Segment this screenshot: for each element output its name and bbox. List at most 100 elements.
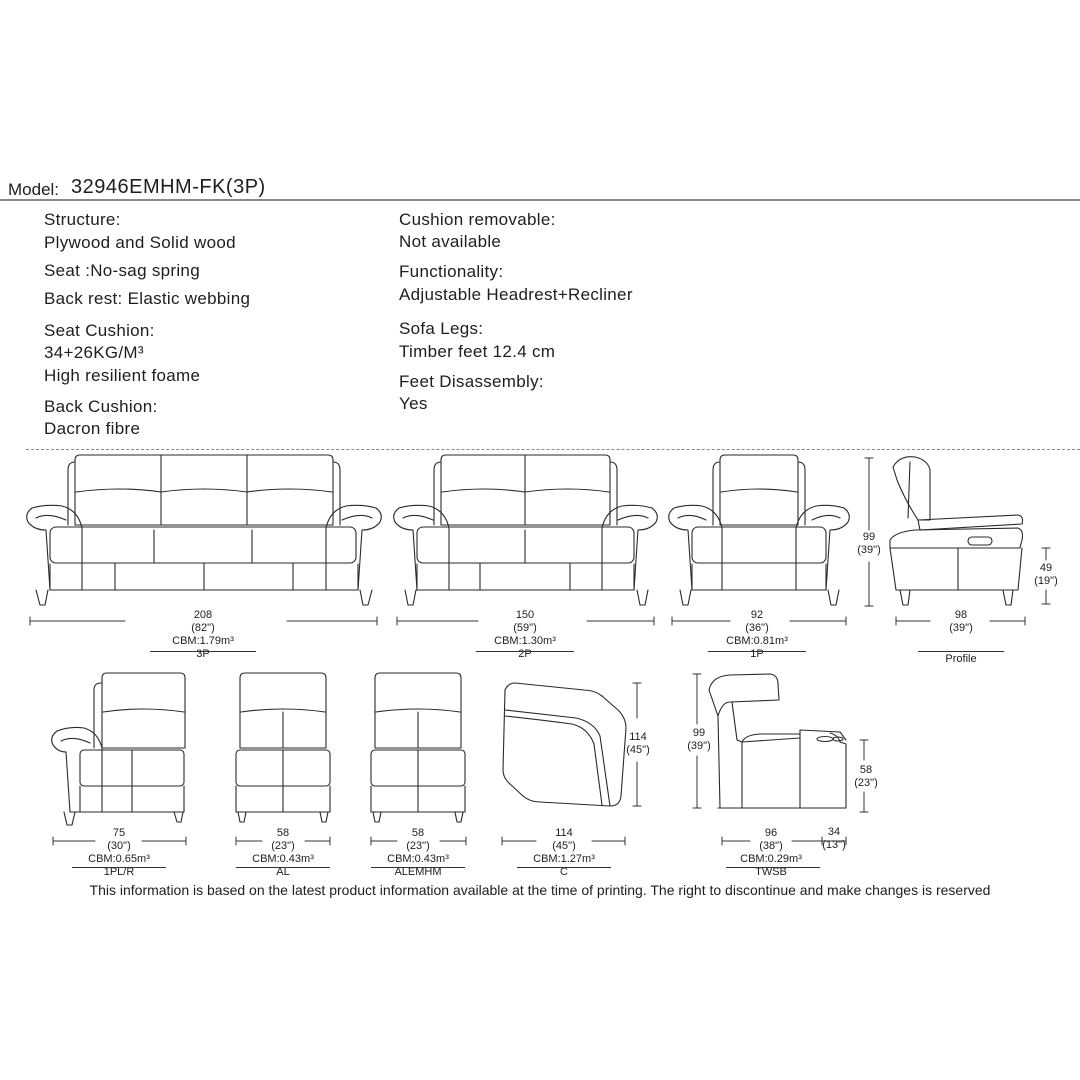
- dim-corner: 114 (45") CBM:1.27m³ C: [524, 827, 604, 879]
- dim-twsb-extra: 34 (13"): [816, 826, 852, 852]
- sofa-2p-drawing: [394, 455, 658, 605]
- unit-code: TWSB: [755, 866, 787, 878]
- dim-twsb-height: 99 (39"): [679, 727, 719, 753]
- feet-disassembly-label: Feet Disassembly:: [399, 372, 544, 391]
- width-value: 150: [515, 609, 535, 621]
- sofa-1p-drawing: [669, 455, 850, 605]
- dim-1p: 92 (36") CBM:0.81m³ 1P: [717, 609, 797, 661]
- width-value: 98: [954, 609, 968, 621]
- sofa-legs-label: Sofa Legs:: [399, 319, 484, 338]
- unit-code: ALEMHM: [394, 866, 442, 878]
- sofa-twsb-drawing: [709, 674, 846, 808]
- cbm-value: CBM:0.81m³: [726, 635, 788, 647]
- depth-value: 114: [629, 731, 647, 743]
- height-value: 99: [862, 531, 876, 543]
- seat-cushion-density: 34+26KG/M³: [44, 343, 144, 362]
- dim-1plr: 75 (30") CBM:0.65m³ 1PL/R: [79, 827, 159, 879]
- dim-twsb-seat-height: 58 (23"): [846, 764, 886, 790]
- cbm-underline: [708, 651, 806, 652]
- seat-cushion-label: Seat Cushion:: [44, 321, 155, 340]
- width-inch-value: (30"): [107, 840, 131, 852]
- profile-underline: [918, 651, 1004, 652]
- dimension-lines: [30, 458, 1050, 845]
- height-inch-value: (39"): [687, 740, 711, 752]
- dim-twsb: 96 (38") CBM:0.29m³ TWSB: [731, 827, 811, 879]
- width-inch-value: (38"): [759, 840, 783, 852]
- cbm-underline: [72, 867, 166, 868]
- cbm-value: CBM:1.30m³: [494, 635, 556, 647]
- dim-corner-depth: 114 (45"): [618, 731, 658, 757]
- unit-code: 1PL/R: [103, 866, 135, 878]
- width-value: 208: [193, 609, 213, 621]
- width-inch-value: (45"): [552, 840, 576, 852]
- seat-spec: Seat :No-sag spring: [44, 261, 200, 280]
- back-cushion-label: Back Cushion:: [44, 397, 158, 416]
- width-value: 114: [555, 827, 573, 839]
- sofa-corner-drawing: [503, 683, 626, 806]
- dim-profile-seat-height: 49 (19"): [1026, 562, 1066, 588]
- seat-cushion-value: High resilient foame: [44, 366, 201, 385]
- disclaimer-footer: This information is based on the latest …: [89, 882, 991, 898]
- dim-2p: 150 (59") CBM:1.30m³ 2P: [485, 609, 565, 661]
- functionality-label: Functionality:: [399, 262, 504, 281]
- width-inch-value: (59"): [513, 622, 537, 634]
- unit-code: 1P: [750, 648, 764, 660]
- back-cushion-value: Dacron fibre: [44, 419, 141, 438]
- height-inch-value: (39"): [857, 544, 881, 556]
- seat-height-inch-value: (23"): [854, 777, 878, 789]
- width-value: 58: [276, 827, 290, 839]
- width-inch-value: (23"): [271, 840, 295, 852]
- cbm-underline: [371, 867, 465, 868]
- width-value: 75: [112, 827, 126, 839]
- cushion-removable-label: Cushion removable:: [399, 210, 556, 229]
- cbm-underline: [517, 867, 611, 868]
- cbm-underline: [150, 651, 256, 652]
- extra-inch-value: (13"): [822, 839, 846, 851]
- model-code: 32946EMHM-FK(3P): [71, 176, 266, 198]
- cbm-value: CBM:0.29m³: [740, 853, 802, 865]
- back-rest-spec: Back rest: Elastic webbing: [44, 289, 251, 308]
- width-inch-value: (23"): [406, 840, 430, 852]
- height-value: 99: [692, 727, 706, 739]
- sofa-alemhm-drawing: [371, 673, 465, 822]
- dim-profile: 98 (39"): [921, 609, 1001, 635]
- structure-value: Plywood and Solid wood: [44, 233, 236, 252]
- model-header: Model: 32946EMHM-FK(3P): [8, 176, 1080, 202]
- seat-height-value: 49: [1039, 562, 1053, 574]
- dim-3p: 208 (82") CBM:1.79m³ 3P: [163, 609, 243, 661]
- cbm-underline: [476, 651, 574, 652]
- cbm-value: CBM:0.43m³: [387, 853, 449, 865]
- unit-code: C: [560, 866, 568, 878]
- dim-al: 58 (23") CBM:0.43m³ AL: [243, 827, 323, 879]
- dim-profile-height: 99 (39"): [849, 531, 889, 557]
- functionality-value: Adjustable Headrest+Recliner: [399, 285, 633, 304]
- seat-height-inch-value: (19"): [1034, 575, 1058, 587]
- width-inch-value: (36"): [745, 622, 769, 634]
- cbm-value: CBM:0.65m³: [88, 853, 150, 865]
- seat-height-value: 58: [859, 764, 873, 776]
- width-value: 58: [411, 827, 425, 839]
- cbm-underline: [236, 867, 330, 868]
- unit-code: 3P: [196, 648, 210, 660]
- extra-value: 34: [827, 826, 841, 838]
- cbm-value: CBM:1.27m³: [533, 853, 595, 865]
- structure-label: Structure:: [44, 210, 121, 229]
- width-inch-value: (39"): [949, 622, 973, 634]
- unit-code: AL: [276, 866, 290, 878]
- sofa-al-drawing: [236, 673, 330, 822]
- sofa-3p-drawing: [27, 455, 382, 605]
- depth-inch-value: (45"): [626, 744, 650, 756]
- width-value: 92: [750, 609, 764, 621]
- section-divider: [26, 449, 1080, 450]
- cbm-value: CBM:0.43m³: [252, 853, 314, 865]
- profile-drawing: [890, 457, 1023, 605]
- width-value: 96: [764, 827, 778, 839]
- width-inch-value: (82"): [191, 622, 215, 634]
- feet-disassembly-value: Yes: [399, 394, 428, 413]
- profile-code: Profile: [945, 653, 977, 665]
- sofa-legs-value: Timber feet 12.4 cm: [399, 342, 556, 361]
- model-prefix: Model:: [8, 180, 60, 199]
- sofa-1plr-drawing: [52, 673, 185, 825]
- unit-code: 2P: [518, 648, 532, 660]
